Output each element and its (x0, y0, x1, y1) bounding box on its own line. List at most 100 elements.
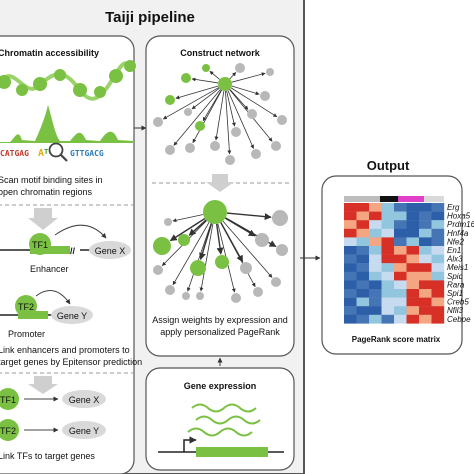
gene-node (235, 63, 245, 73)
heatmap-cell (419, 314, 432, 324)
tf-node (215, 255, 229, 269)
heatmap-cell (381, 306, 395, 315)
heatmap-cell (356, 314, 370, 324)
enhancer-label: Enhancer (30, 264, 69, 274)
heatmap-cell (344, 306, 357, 315)
heatmap-cell (381, 271, 395, 281)
gene-label: Nfe2 (447, 237, 464, 246)
heatmap-cell (381, 211, 395, 221)
heatmap-cell (394, 306, 407, 315)
heatmap-cell (406, 203, 420, 212)
output-caption: PageRank score matrix (352, 335, 441, 344)
gene-label: Hoxa5 (447, 212, 471, 221)
network-edge (188, 219, 207, 236)
heatmap-cell (394, 271, 407, 281)
gene-node (260, 91, 270, 101)
gene-node (272, 210, 288, 226)
network-edge (214, 90, 225, 141)
gene-label: Nfil3 (447, 306, 464, 315)
network-edge (191, 87, 220, 110)
gene-node (182, 292, 190, 300)
svg-text:CATGAG: CATGAG (0, 149, 29, 158)
tf-node (190, 260, 206, 276)
heatmap-cell (431, 280, 445, 290)
heatmap-cell (431, 228, 445, 238)
gene-y-label: Gene Y (69, 426, 99, 436)
expression-title: Gene expression (184, 381, 257, 391)
svg-text:T: T (44, 148, 48, 156)
heatmap-cell (406, 263, 420, 272)
break-mark: // (70, 246, 76, 256)
gene-label: Rara (447, 280, 465, 289)
heatmap-cell (406, 314, 420, 324)
gene-label: Spic (447, 272, 463, 281)
gene-node (225, 155, 235, 165)
network-edge (202, 89, 222, 122)
heatmap-cell (369, 306, 382, 315)
heatmap-cell (394, 203, 407, 212)
heatmap-cell (381, 254, 395, 264)
heatmap-cell (431, 237, 445, 247)
tf-node (195, 121, 205, 131)
heatmap-cell (356, 280, 370, 290)
heatmap-cell (419, 280, 432, 290)
link-caption-line1: Link enhancers and promoters to (0, 345, 130, 355)
heatmap-cell (344, 203, 357, 212)
heatmap-cell (406, 280, 420, 290)
hub-node (203, 200, 227, 224)
nucleosome-chain (0, 60, 136, 101)
tf-node (153, 237, 171, 255)
gene-node (271, 277, 281, 287)
chromatin-panel (0, 35, 135, 474)
heatmap-cell (406, 220, 420, 229)
output-title: Output (367, 158, 410, 173)
assign-caption-line2: apply personalized PageRank (160, 327, 280, 337)
gene-labels: ErgHoxa5Prdm16Hnf4aNfe2En1Alx3Meis1SpicR… (446, 203, 474, 324)
accessibility-peaks (0, 105, 134, 143)
gene-node (255, 233, 269, 247)
heatmap-cell (431, 263, 445, 272)
heatmap-cell (419, 203, 432, 212)
gene-node (240, 262, 252, 274)
heatmap-cell (431, 289, 445, 298)
gene-node (277, 115, 287, 125)
gene-node (266, 68, 274, 76)
heatmap-cell (381, 228, 395, 238)
heatmap-cell (394, 280, 407, 290)
tf1-label: TF1 (32, 240, 48, 250)
link-tfs-caption: Link TFs to target genes (0, 451, 95, 461)
heatmap-cell (344, 228, 357, 238)
gene-body (196, 447, 268, 457)
network-edge (191, 77, 219, 84)
heatmap-cell (431, 254, 445, 264)
heatmap-cell (369, 211, 382, 221)
tf2-label: TF2 (0, 426, 16, 436)
network-title: Construct network (180, 48, 261, 58)
heatmap-cell (419, 228, 432, 238)
motif-logos: CATGAG GTTGACG A T (0, 148, 104, 159)
heatmap-cell (369, 297, 382, 307)
gene-node (231, 127, 241, 137)
heatmap-cell (356, 246, 370, 255)
heatmap-cell (394, 314, 407, 324)
heatmap-cell (381, 297, 395, 307)
heatmap-cell (356, 220, 370, 229)
tf-node (178, 234, 190, 246)
network-edge (231, 85, 260, 96)
network-edge (226, 90, 236, 127)
tf1-label: TF1 (0, 395, 16, 405)
gene-node (276, 244, 288, 256)
scan-caption-line2: open chromatin regions (0, 187, 93, 197)
tf2-node (15, 295, 37, 317)
chromatin-title: Chromatin accessibility (0, 48, 99, 58)
heatmap-cell (356, 297, 370, 307)
network-edge (229, 88, 249, 110)
heatmap-cell (406, 246, 420, 255)
heatmap-cell (344, 314, 357, 324)
heatmap-cell (406, 228, 420, 238)
tf2-node (0, 419, 19, 441)
heatmap-cell (369, 203, 382, 212)
gene-node (185, 143, 195, 153)
network-edge (229, 72, 237, 80)
